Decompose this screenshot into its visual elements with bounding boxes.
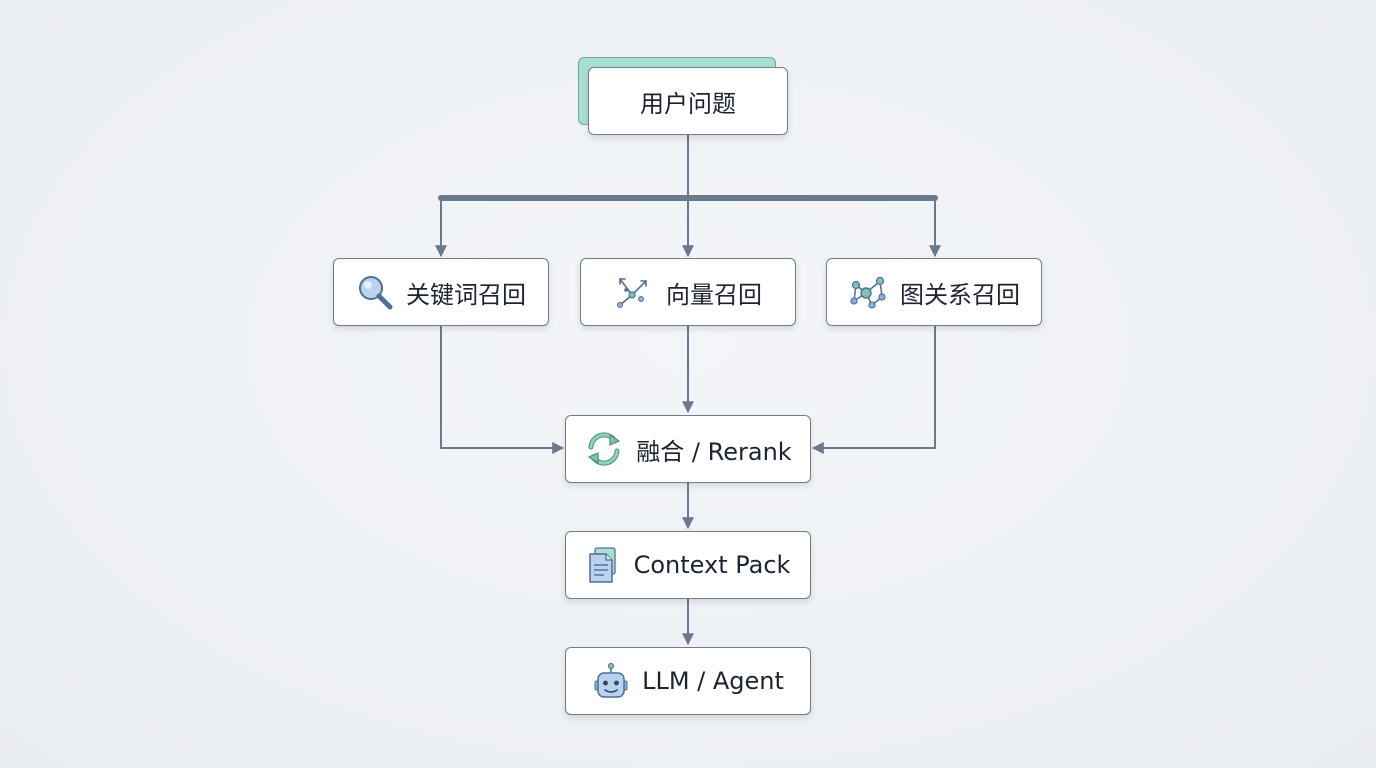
fusion-rerank-node: 融合 / Rerank	[565, 415, 811, 483]
keyword-retrieval-node: 关键词召回	[333, 258, 549, 326]
documents-icon	[586, 545, 622, 585]
keyword-retrieval-label: 关键词召回	[406, 280, 526, 309]
graph-retrieval-node: 图关系召回	[826, 258, 1042, 326]
magnifier-icon	[356, 273, 394, 311]
context-pack-label: Context Pack	[633, 551, 791, 579]
vector-retrieval-node: 向量召回	[580, 258, 796, 326]
robot-icon	[592, 661, 630, 701]
vector-retrieval-label: 向量召回	[666, 280, 762, 309]
edge-graph-to-fusion	[811, 326, 936, 454]
user-question-node: 用户问题	[588, 67, 788, 135]
user-question-label: 用户问题	[640, 89, 736, 118]
graph-retrieval-label: 图关系召回	[900, 280, 1020, 309]
refresh-cycle-icon	[584, 429, 624, 469]
vector-scatter-icon	[614, 273, 654, 311]
graph-network-icon	[848, 273, 888, 311]
fusion-rerank-label: 融合 / Rerank	[636, 437, 792, 466]
llm-agent-label: LLM / Agent	[642, 667, 784, 695]
llm-agent-node: LLM / Agent	[565, 647, 811, 715]
context-pack-node: Context Pack	[565, 531, 811, 599]
edge-keyword-to-fusion	[440, 326, 565, 454]
